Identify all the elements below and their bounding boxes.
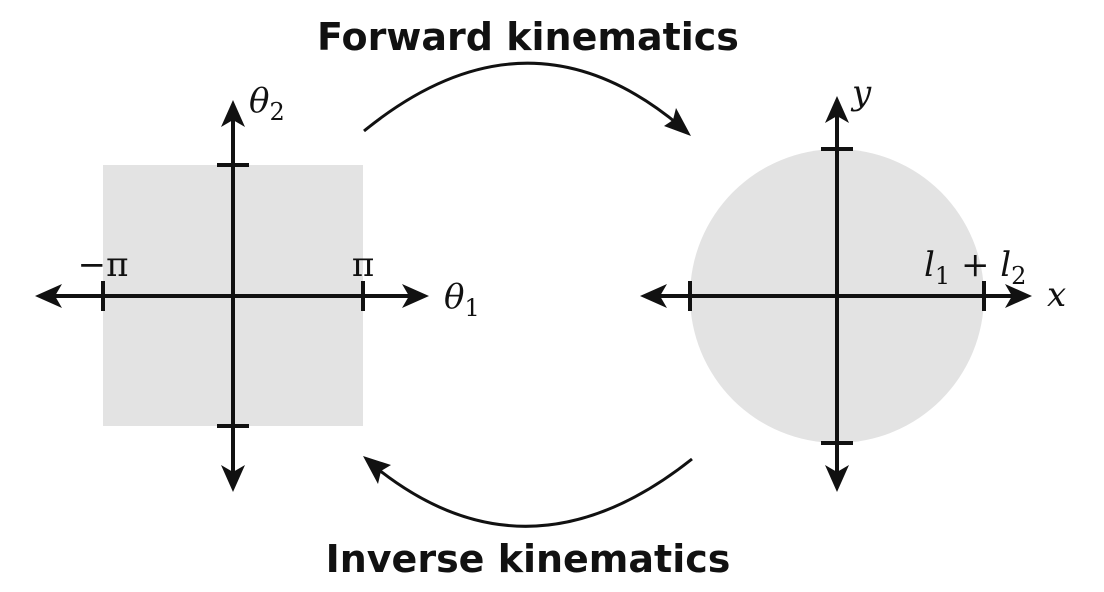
theta2-axis-label: θ2: [249, 81, 285, 126]
theta2-axis-top-arrowhead: [221, 100, 245, 127]
theta1-max-label: π: [352, 245, 374, 285]
x-axis-label: x: [1047, 275, 1066, 315]
inverse-arrow: [363, 456, 693, 528]
y-axis-label: y: [850, 73, 872, 113]
inverse-arrowhead: [363, 456, 391, 484]
theta1-axis-label: θ1: [444, 277, 480, 322]
reach-limit-label: l1 + l2: [924, 245, 1026, 290]
x-axis-right-arrowhead: [1005, 284, 1032, 308]
forward-kinematics-label: Forward kinematics: [317, 15, 739, 59]
y-axis-top-arrowhead: [825, 96, 849, 123]
theta2-axis-bottom-arrowhead: [221, 465, 245, 492]
theta1-min-label: −π: [78, 245, 129, 285]
y-axis-bottom-arrowhead: [825, 465, 849, 492]
task-space-plot: l1 + l2 x y: [640, 73, 1066, 492]
inverse-arrow-arc: [373, 457, 693, 528]
theta1-axis-left-arrowhead: [35, 284, 62, 308]
joint-space-plot: −π π θ1 θ2: [35, 81, 480, 492]
inverse-kinematics-label: Inverse kinematics: [326, 537, 731, 581]
theta1-axis-right-arrowhead: [402, 284, 429, 308]
x-axis-left-arrowhead: [640, 284, 667, 308]
forward-arrow: [363, 61, 691, 136]
forward-arrowhead: [664, 108, 691, 136]
forward-arrow-arc: [363, 61, 681, 133]
